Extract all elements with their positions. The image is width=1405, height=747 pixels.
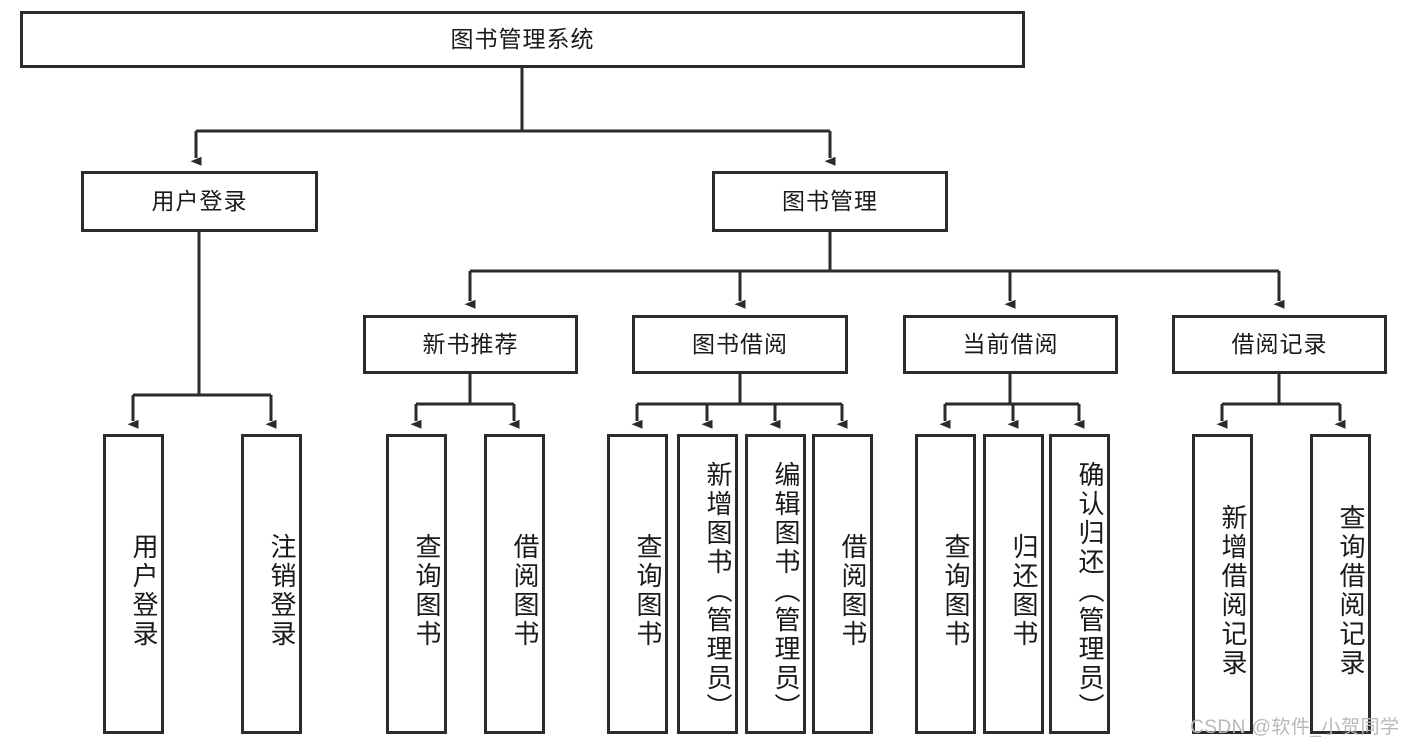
node-current-borrow[interactable]: 当前借阅 [903,315,1118,374]
node-leaf-add-record[interactable]: 新增借阅记录 [1192,434,1253,734]
node-leaf-borrow-book-1[interactable]: 借阅图书 [484,434,545,734]
node-leaf-query-book-1-label: 查询图书 [412,533,442,649]
node-leaf-add-book-label: 新增图书（管理员） [703,460,733,722]
node-leaf-query-book-2-label: 查询图书 [633,533,663,649]
node-book-borrow-label: 图书借阅 [692,330,788,357]
node-book-manage[interactable]: 图书管理 [712,171,948,232]
node-leaf-add-record-label: 新增借阅记录 [1218,504,1248,678]
node-book-borrow[interactable]: 图书借阅 [632,315,848,374]
node-leaf-add-book[interactable]: 新增图书（管理员） [677,434,738,734]
node-leaf-user-login[interactable]: 用户登录 [103,434,164,734]
node-leaf-borrow-book-2[interactable]: 借阅图书 [812,434,873,734]
node-leaf-query-book-3-label: 查询图书 [941,533,971,649]
node-new-book-rec-label: 新书推荐 [422,330,519,357]
node-leaf-edit-book[interactable]: 编辑图书（管理员） [745,434,806,734]
node-borrow-record-label: 借阅记录 [1231,330,1328,357]
node-root[interactable]: 图书管理系统 [20,11,1025,68]
node-leaf-query-book-3[interactable]: 查询图书 [915,434,976,734]
node-leaf-query-record[interactable]: 查询借阅记录 [1310,434,1371,734]
node-leaf-query-book-2[interactable]: 查询图书 [607,434,668,734]
node-leaf-edit-book-label: 编辑图书（管理员） [771,460,801,722]
node-leaf-confirm-return-label: 确认归还（管理员） [1075,460,1105,722]
node-leaf-return-book[interactable]: 归还图书 [983,434,1044,734]
node-leaf-borrow-book-1-label: 借阅图书 [510,533,540,649]
node-leaf-user-login-label: 用户登录 [129,533,159,649]
node-current-borrow-label: 当前借阅 [962,330,1059,357]
node-book-manage-label: 图书管理 [782,187,878,214]
node-leaf-borrow-book-2-label: 借阅图书 [838,533,868,649]
node-borrow-record[interactable]: 借阅记录 [1172,315,1387,374]
node-leaf-query-book-1[interactable]: 查询图书 [386,434,447,734]
watermark: CSDN @软件_小贺同学 [1190,717,1400,738]
node-leaf-user-logout-label: 注销登录 [267,533,297,649]
node-new-book-rec[interactable]: 新书推荐 [363,315,578,374]
node-leaf-query-record-label: 查询借阅记录 [1336,504,1366,678]
node-leaf-return-book-label: 归还图书 [1009,533,1039,649]
node-user-login-label: 用户登录 [151,187,248,214]
node-root-label: 图书管理系统 [450,25,595,52]
node-user-login[interactable]: 用户登录 [81,171,318,232]
node-leaf-user-logout[interactable]: 注销登录 [241,434,302,734]
node-leaf-confirm-return[interactable]: 确认归还（管理员） [1049,434,1110,734]
